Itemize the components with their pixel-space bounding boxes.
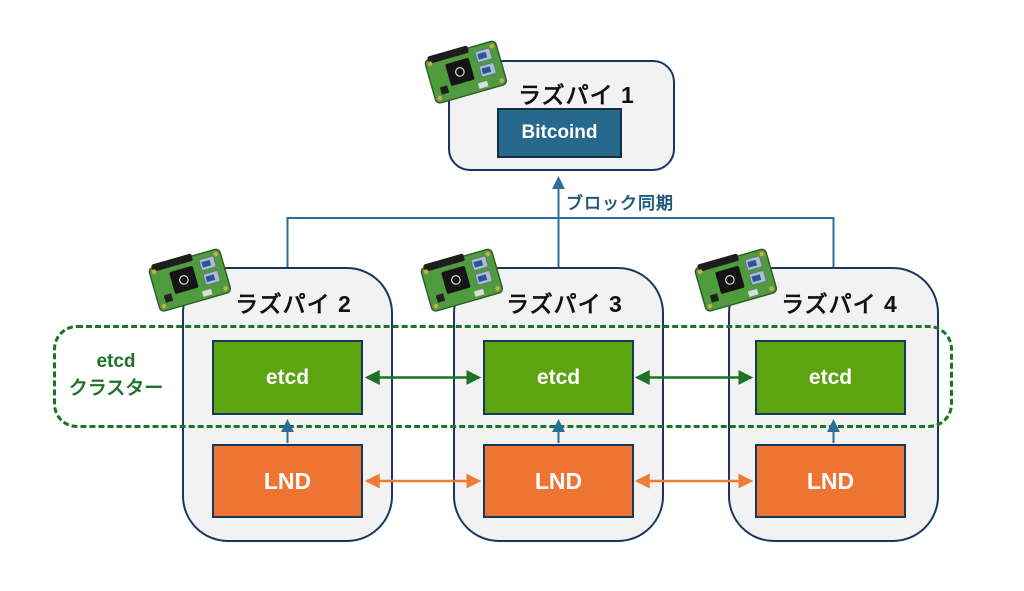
raspberry-pi-board-icon [694,248,778,312]
node-raspi-3-label: ラズパイ 3 [506,291,623,317]
etcd-cluster-boundary [53,325,953,428]
etcd-cluster-label: etcd クラスター [53,349,179,402]
etcd-box-pi3: etcd [483,340,634,415]
bitcoind-box: Bitcoind [497,108,622,158]
bitcoind-label: Bitcoind [521,122,598,143]
block-sync-label: ブロック同期 [566,194,674,213]
etcd-box-pi4-label: etcd [808,365,853,389]
node-raspi-4-label: ラズパイ 4 [781,291,898,317]
lnd-box-pi3-label: LND [534,467,583,494]
node-raspi-1-label: ラズパイ 1 [518,82,635,108]
raspberry-pi-board-icon [420,248,504,312]
etcd-box-pi3-label: etcd [536,365,581,389]
etcd-box-pi2: etcd [212,340,363,415]
lnd-box-pi4: LND [755,444,906,518]
node-raspi-2-label: ラズパイ 2 [235,291,352,317]
etcd-box-pi4: etcd [755,340,906,415]
etcd-box-pi2-label: etcd [265,365,310,389]
lnd-box-pi4-label: LND [806,467,855,494]
lnd-box-pi2: LND [212,444,363,518]
lnd-box-pi2-label: LND [263,467,312,494]
lnd-box-pi3: LND [483,444,634,518]
etcd-cluster-label-line2: クラスター [68,377,164,399]
raspberry-pi-board-icon [148,248,232,312]
etcd-cluster-label-line1: etcd [96,351,136,372]
raspberry-pi-board-icon [424,40,508,104]
